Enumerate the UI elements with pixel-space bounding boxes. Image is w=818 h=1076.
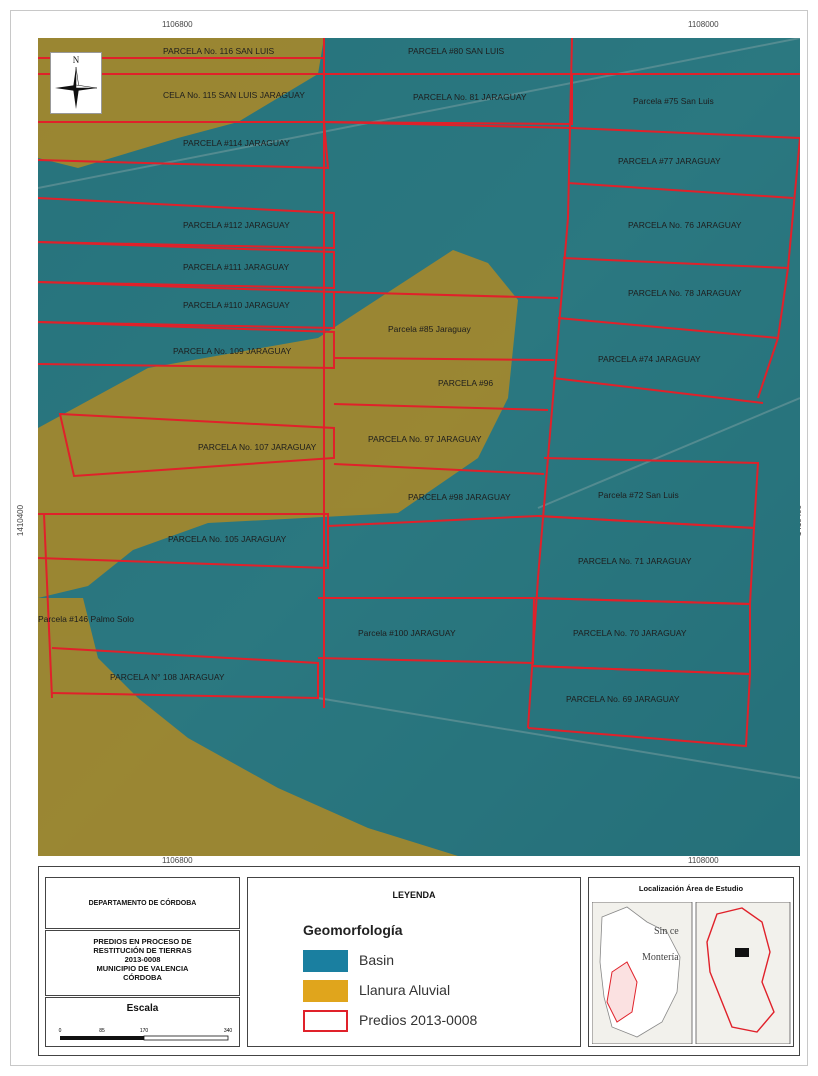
parcel-label: Parcela #75 San Luis [633,96,714,106]
legend-label-predios: Predios 2013-0008 [359,1012,478,1028]
scale-tick-4: 340 [224,1028,233,1034]
map-frame [10,10,808,1066]
parcel-label: PARCELA #112 JARAGUAY [183,220,290,230]
basin-swatch [303,950,348,972]
parcel-label: PARCELA #77 JARAGUAY [618,156,721,166]
title-line-2: RESTITUCIÓN DE TIERRAS [93,946,192,955]
coord-bottom-right: 1108000 [688,856,719,865]
parcel-label: PARCELA #110 JARAGUAY [183,300,290,310]
parcel-label: PARCELA No. 78 JARAGUAY [628,288,742,298]
parcel-label: PARCELA No. 97 JARAGUAY [368,434,482,444]
parcel-label: PARCELA #74 JARAGUAY [598,354,701,364]
title-line-5: CÓRDOBA [123,973,162,982]
scale-tick-0: 0 [59,1028,62,1034]
title-line-4: MUNICIPIO DE VALENCIA [96,964,189,973]
parcel-label: PARCELA No. 109 JARAGUAY [173,346,292,356]
llanura-swatch [303,980,348,1002]
location-box: Localización Área de Estudio Sin ce Mont… [588,877,794,1047]
scale-bar: 0 85 170 340 [59,1028,233,1041]
parcel-label: PARCELA #96 [438,378,493,388]
parcel-label: CELA No. 115 SAN LUIS JARAGUAY [163,90,305,100]
department-box: DEPARTAMENTO DE CÓRDOBA [45,877,240,929]
coord-top-left: 1106800 [162,20,193,29]
title-line-3: 2013-0008 [124,955,161,964]
study-area-marker [735,948,749,957]
scale-title: Escala [126,1003,159,1014]
legend-label-basin: Basin [359,952,395,968]
inset-label-sincelejo: Sin ce [654,926,679,937]
parcel-label: PARCELA #98 JARAGUAY [408,492,511,502]
scale-box: Escala 0 85 170 340 [45,997,240,1047]
parcel-label: PARCELA #111 JARAGUAY [183,262,289,272]
department-name: DEPARTAMENTO DE CÓRDOBA [88,900,197,907]
legend-label-llanura: Llanura Aluvial [359,982,451,998]
scale-tick-1: 85 [99,1028,105,1034]
legend-group: Geomorfología [303,922,403,938]
parcel-label: PARCELA No. 76 JARAGUAY [628,220,742,230]
parcel-label: PARCELA No. 71 JARAGUAY [578,556,692,566]
location-inset-maps: Sin ce Montería [592,902,791,1044]
legend-title: LEYENDA [392,890,436,900]
north-letter: N [72,55,80,65]
coord-left: 1410400 [16,504,26,537]
north-arrow: N [50,52,102,114]
parcel-label: PARCELA No. 107 JARAGUAY [198,442,317,452]
parcel-label: PARCELA #114 JARAGUAY [183,138,290,148]
parcel-label: PARCELA N° 108 JARAGUAY [110,672,225,682]
parcel-label: Parcela #85 Jaraguay [388,324,471,334]
title-line-1: PREDIOS EN PROCESO DE [93,937,192,946]
parcel-label: PARCELA #80 SAN LUIS [408,46,505,56]
predios-parcels [38,38,800,748]
parcel-label: PARCELA No. 105 JARAGUAY [168,534,287,544]
parcel-label: PARCELA No. 69 JARAGUAY [566,694,680,704]
main-map[interactable]: PARCELA No. 116 SAN LUIS PARCELA #80 SAN … [38,38,800,856]
parcel-label: Parcela #146 Palmo Solo [38,614,134,624]
coord-top-right: 1108000 [688,20,719,29]
location-title: Localización Área de Estudio [638,884,744,893]
predios-swatch [303,1010,348,1032]
info-panel [38,866,800,1056]
legend-box: LEYENDA Geomorfología Basin Llanura Aluv… [247,877,581,1047]
parcel-label: PARCELA No. 116 SAN LUIS [163,46,275,56]
parcel-label: PARCELA No. 81 JARAGUAY [413,92,527,102]
parcel-label: Parcela #100 JARAGUAY [358,628,456,638]
parcel-label: Parcela #72 San Luis [598,490,679,500]
parcel-labels: PARCELA No. 116 SAN LUIS PARCELA #80 SAN … [38,46,742,704]
title-box: PREDIOS EN PROCESO DE RESTITUCIÓN DE TIE… [45,930,240,996]
coord-bottom-left: 1106800 [162,856,193,865]
llanura-aluvial-area [38,38,518,856]
parcel-label: PARCELA No. 70 JARAGUAY [573,628,687,638]
compass-rose-icon [55,66,98,109]
inset-label-monteria: Montería [642,952,679,963]
scale-tick-2: 170 [140,1028,149,1034]
